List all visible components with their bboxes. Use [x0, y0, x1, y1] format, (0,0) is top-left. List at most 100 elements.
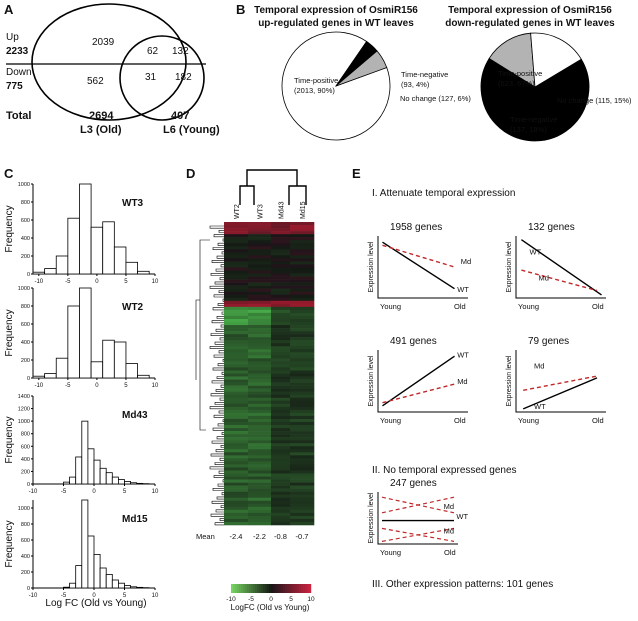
schematic-wt-label: WT — [534, 402, 546, 411]
heatmap-cell — [271, 234, 291, 238]
hist-y-tick-label: 600 — [21, 322, 30, 328]
heatmap-cell — [248, 225, 272, 229]
heatmap-cell — [248, 276, 272, 280]
hist-x-tick-label: 10 — [152, 489, 159, 495]
hist-y-tick-label: 200 — [21, 358, 30, 364]
heatmap-cell — [271, 228, 291, 232]
heatmap-cell — [224, 449, 249, 453]
heatmap-cell — [271, 412, 291, 417]
heatmap-cell — [271, 331, 291, 335]
heatmap-cell — [290, 464, 315, 468]
heatmap-cell — [248, 285, 272, 289]
heatmap-cell — [224, 346, 249, 350]
row-dendrogram-lines — [195, 225, 224, 526]
heatmap-cell — [290, 449, 315, 453]
heatmap-cell — [224, 434, 249, 438]
heatmap-cell — [271, 312, 291, 317]
colorbar-segment — [281, 584, 284, 593]
hist-x-label: Log FC (Old vs Young) — [45, 598, 146, 609]
heatmap-cell — [248, 261, 272, 265]
venn-left-down: 562 — [87, 76, 104, 87]
heatmap-cell — [224, 300, 249, 305]
heatmap-cell — [271, 431, 291, 435]
hist-x-tick-label: -5 — [61, 489, 67, 495]
heatmap-cell — [271, 300, 291, 305]
heatmap-cell — [290, 482, 315, 486]
heatmap-cell — [248, 428, 272, 432]
hist-y-tick-label: 400 — [21, 457, 30, 463]
heatmap-cell — [271, 512, 291, 517]
heatmap-cell — [224, 503, 249, 508]
colorbar-segment — [293, 584, 296, 593]
hist-title: WT2 — [122, 302, 144, 313]
schematic-gene-count: 132 genes — [528, 222, 575, 233]
schematic-section-2: II. No temporal expressed genes — [372, 465, 517, 476]
heatmap-cell — [224, 409, 249, 414]
heatmap-cell — [271, 361, 291, 365]
heatmap-cell — [271, 285, 291, 289]
heatmap-cell — [224, 349, 249, 353]
heatmap-cell — [248, 255, 272, 259]
hist-bar — [90, 226, 104, 275]
hist-y-tick-label: 400 — [21, 340, 30, 346]
hist-y-tick-label: 800 — [21, 432, 30, 438]
colorbar-tick-label: 5 — [289, 596, 293, 603]
heatmap-cell — [224, 497, 249, 502]
heatmap-cell — [271, 379, 291, 383]
hist-bar — [124, 585, 131, 589]
heatmap-cell — [271, 273, 291, 277]
heatmap-cell — [224, 506, 249, 511]
pie-slice-time-negative — [530, 32, 582, 88]
heatmap-cell — [271, 400, 291, 405]
heatmap-cell — [271, 470, 291, 474]
heatmap-cell — [271, 303, 291, 308]
heatmap-cell — [271, 485, 291, 489]
schematic-md-label: Md — [534, 362, 544, 371]
venn-up-total: 2233 — [6, 46, 29, 57]
heatmap-cell — [224, 421, 249, 426]
heatmap-cell — [224, 334, 249, 338]
colorbar-segment — [265, 584, 268, 593]
heatmap-cell — [224, 318, 249, 323]
heatmap-cell — [248, 321, 272, 326]
colorbar-segment — [305, 584, 308, 593]
heatmap-cell — [224, 255, 249, 259]
schematic-axes — [377, 350, 468, 413]
heatmap-cell — [271, 306, 291, 311]
heatmap-cell — [290, 222, 315, 226]
pie-down-title-2: down-regulated genes in WT leaves — [445, 18, 615, 29]
heatmap-cell — [271, 309, 291, 314]
heatmap-cell — [271, 352, 291, 356]
schematic-wt-line — [521, 239, 602, 296]
heatmap-cell — [271, 455, 291, 459]
venn-circle-left — [31, 3, 187, 121]
schematic-axes — [515, 236, 606, 299]
heatmap-cell — [248, 358, 272, 362]
heatmap-cell — [290, 334, 315, 338]
hist-y-tick-label: 200 — [21, 570, 30, 576]
heatmap-cell — [224, 488, 249, 492]
heatmap-cell — [290, 397, 315, 402]
heatmap-cell — [224, 461, 249, 465]
hist-bar — [63, 586, 70, 589]
heatmap-cell — [248, 367, 272, 371]
colorbar-tick-label: -5 — [248, 596, 254, 603]
heatmap-cell — [271, 488, 291, 492]
heatmap-cell — [290, 264, 315, 268]
pie-up-chart: Time-positive(2013, 90%)Time-negative(93… — [281, 31, 471, 141]
heatmap-cell — [248, 331, 272, 335]
heatmap-cell — [248, 440, 272, 444]
heatmap-cell — [290, 346, 315, 350]
heatmap-cell — [271, 337, 291, 341]
hist-y-tick-label: 0 — [27, 482, 30, 488]
heatmap-cell — [290, 352, 315, 356]
schematic-axes — [377, 236, 468, 299]
heatmap-cell — [248, 473, 272, 477]
colorbar-segment — [239, 584, 242, 593]
heatmap-cell — [248, 415, 272, 420]
heatmap-cell — [271, 358, 291, 362]
schematic-md-line — [382, 383, 455, 404]
hist-bar — [79, 183, 92, 275]
hist-x-tick-label: 5 — [124, 279, 128, 285]
hist-bar — [81, 420, 89, 485]
